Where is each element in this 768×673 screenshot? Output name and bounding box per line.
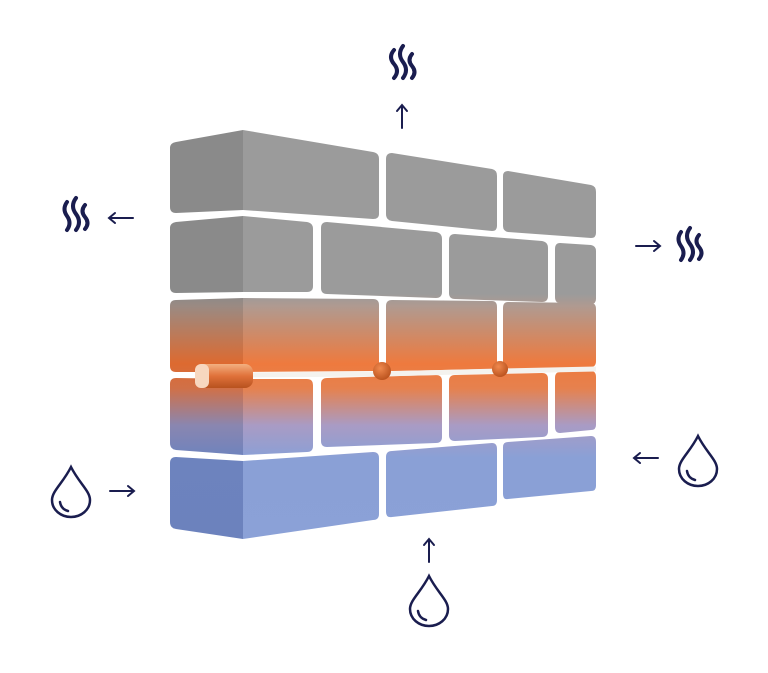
brick — [386, 300, 497, 371]
brick — [503, 436, 596, 500]
brick — [503, 302, 596, 369]
arrow-left-icon — [107, 212, 134, 224]
brick — [555, 243, 596, 304]
side-brick-row-2 — [170, 216, 243, 293]
brick — [243, 216, 313, 292]
steam-icon-left — [62, 196, 90, 232]
injection-drill-hole — [195, 364, 253, 388]
brick — [243, 379, 313, 455]
arrow-up-icon — [423, 537, 435, 563]
water-drop-icon-left — [50, 464, 92, 519]
brick — [503, 171, 596, 238]
steam-icon-right — [676, 226, 704, 262]
water-drop-icon-right — [677, 433, 719, 488]
arrow-right-icon — [635, 240, 662, 252]
brick — [449, 373, 548, 441]
brick — [321, 222, 442, 298]
arrow-right-icon — [109, 485, 136, 497]
brick — [243, 298, 379, 372]
injection-channel — [195, 361, 597, 388]
arrow-left-icon — [632, 452, 659, 464]
brick — [386, 153, 497, 231]
brick — [243, 130, 379, 219]
side-brick-row-1 — [170, 130, 243, 213]
side-brick-row-4 — [170, 378, 243, 455]
injection-drill-hole-opening — [195, 364, 209, 388]
brick — [555, 371, 596, 433]
steam-icon-top — [389, 44, 417, 80]
injection-point — [492, 361, 508, 377]
side-brick-row-3 — [170, 298, 243, 372]
brick — [386, 443, 497, 518]
water-drop-icon-bottom — [408, 573, 450, 628]
injection-point — [373, 362, 391, 380]
wall-side-face — [170, 130, 243, 539]
wall-front-face — [243, 130, 596, 539]
arrow-up-icon — [396, 103, 408, 129]
brick — [321, 375, 442, 447]
side-brick-row-5 — [170, 457, 243, 539]
brick — [243, 452, 379, 539]
brick — [449, 234, 548, 302]
injection-mortar-line — [242, 366, 597, 378]
brick-wall — [170, 130, 597, 539]
